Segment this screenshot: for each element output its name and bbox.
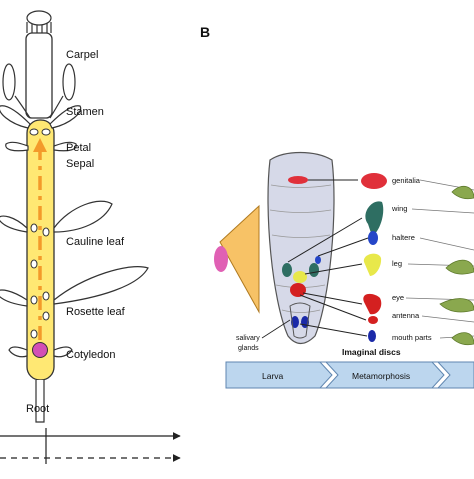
genitalia-label: genitalia [392, 176, 421, 185]
internal-wing-disc-left [282, 263, 292, 277]
genitalia-disc [361, 173, 387, 189]
cauline-leaf-shapes [0, 200, 113, 233]
mouth-parts-label: mouth parts [392, 333, 432, 342]
stage-chevron-1 [318, 361, 339, 389]
sepal-label: Sepal [66, 158, 94, 170]
stage-metamorphosis-label: Metamorphosis [352, 371, 410, 381]
petal-shapes [0, 105, 82, 129]
stage-larva-label: Larva [262, 371, 284, 381]
haltere-disc [368, 231, 378, 245]
sepal-shapes [5, 141, 77, 152]
petal-label: Petal [66, 142, 91, 154]
root-label: Root [26, 403, 49, 415]
imaginal-discs-label: Imaginal discs [342, 347, 401, 357]
salivary-pointer [261, 319, 291, 339]
salivary-glands-shape [289, 302, 311, 339]
adult-fly-fragments [439, 185, 474, 346]
rosette-leaf-label: Rosette leaf [66, 306, 126, 318]
carpel-shape [25, 10, 53, 119]
internal-eye-disc [290, 283, 306, 297]
mouth-parts-disc [368, 330, 376, 342]
wing-disc [365, 201, 384, 236]
panel-b-fly: B [200, 24, 474, 389]
antenna-disc [368, 316, 378, 324]
stem-arrow-head [33, 138, 47, 152]
carpel-label: Carpel [66, 49, 98, 61]
panel-a-plant: Carpel Stamen Petal Sepal Cauline leaf R… [0, 10, 181, 464]
stage-bar [225, 361, 474, 389]
funnel-pink-tip [214, 246, 228, 272]
cauline-leaf-label: Cauline leaf [66, 236, 125, 248]
leg-disc [363, 253, 382, 276]
stage-chevron-2 [430, 361, 451, 389]
wing-label: wing [391, 204, 407, 213]
cotyledon-shapes [8, 346, 73, 358]
eye-disc [363, 293, 382, 315]
cotyledon-label: Cotyledon [66, 349, 116, 361]
panel-b-letter: B [200, 24, 210, 40]
internal-genitalia-disc [288, 176, 308, 184]
salivary-label-line1: salivary [236, 335, 260, 342]
funnel-shape [219, 204, 260, 314]
internal-haltere-disc [315, 256, 321, 264]
stamen-label: Stamen [66, 106, 104, 118]
root-shape [35, 380, 45, 423]
leg-label: leg [392, 259, 402, 268]
eye-label: eye [392, 293, 404, 302]
salivary-label-line2: glands [238, 345, 259, 352]
stem-nodes [29, 128, 51, 339]
cotyledon-pink-dot [32, 342, 48, 358]
stamen-shapes [2, 63, 76, 119]
antenna-label: antenna [392, 311, 420, 320]
haltere-label: haltere [392, 233, 415, 242]
internal-leg-disc [293, 271, 307, 283]
rosette-leaf-shapes [0, 266, 149, 307]
internal-wing-disc-right [309, 263, 319, 277]
disc-connectors [287, 179, 369, 337]
